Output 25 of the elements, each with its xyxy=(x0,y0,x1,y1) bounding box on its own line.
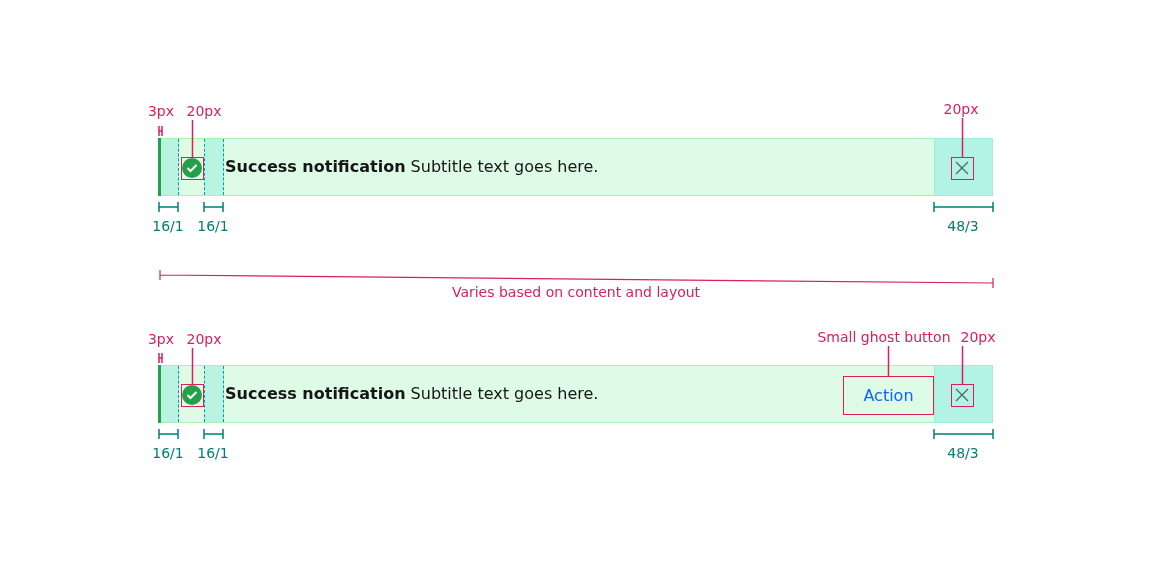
spec-annotation: 20px xyxy=(960,330,996,344)
leader-line xyxy=(961,117,964,158)
checkmark-icon xyxy=(181,157,204,180)
ghost-button: Action xyxy=(843,376,934,415)
leader-line xyxy=(961,345,964,385)
dimension-label: 48/3 xyxy=(947,446,979,460)
spec-annotation: 20px xyxy=(186,332,222,346)
notification-text: Success notification Subtitle text goes here. xyxy=(225,384,599,404)
spec-annotation: 20px xyxy=(186,104,222,118)
notification-bar xyxy=(158,138,993,196)
close-icon xyxy=(951,384,974,407)
notification-text: Success notification Subtitle text goes here. xyxy=(225,157,599,177)
notification-bar xyxy=(158,365,993,423)
dimension-label: 3px xyxy=(147,104,175,118)
spec-annotation: Small ghost button xyxy=(817,330,951,344)
leader-line xyxy=(191,119,194,158)
dimension-note: Varies based on content and layout xyxy=(451,285,701,299)
dimension-label: 16/1 xyxy=(197,219,229,233)
dimension-label: 16/1 xyxy=(197,446,229,460)
close-icon xyxy=(951,157,974,180)
checkmark-icon xyxy=(181,384,204,407)
leader-line xyxy=(887,345,890,377)
leader-line xyxy=(191,347,194,385)
dimension-label: 3px xyxy=(147,332,175,346)
spec-annotation: 20px xyxy=(943,102,979,116)
